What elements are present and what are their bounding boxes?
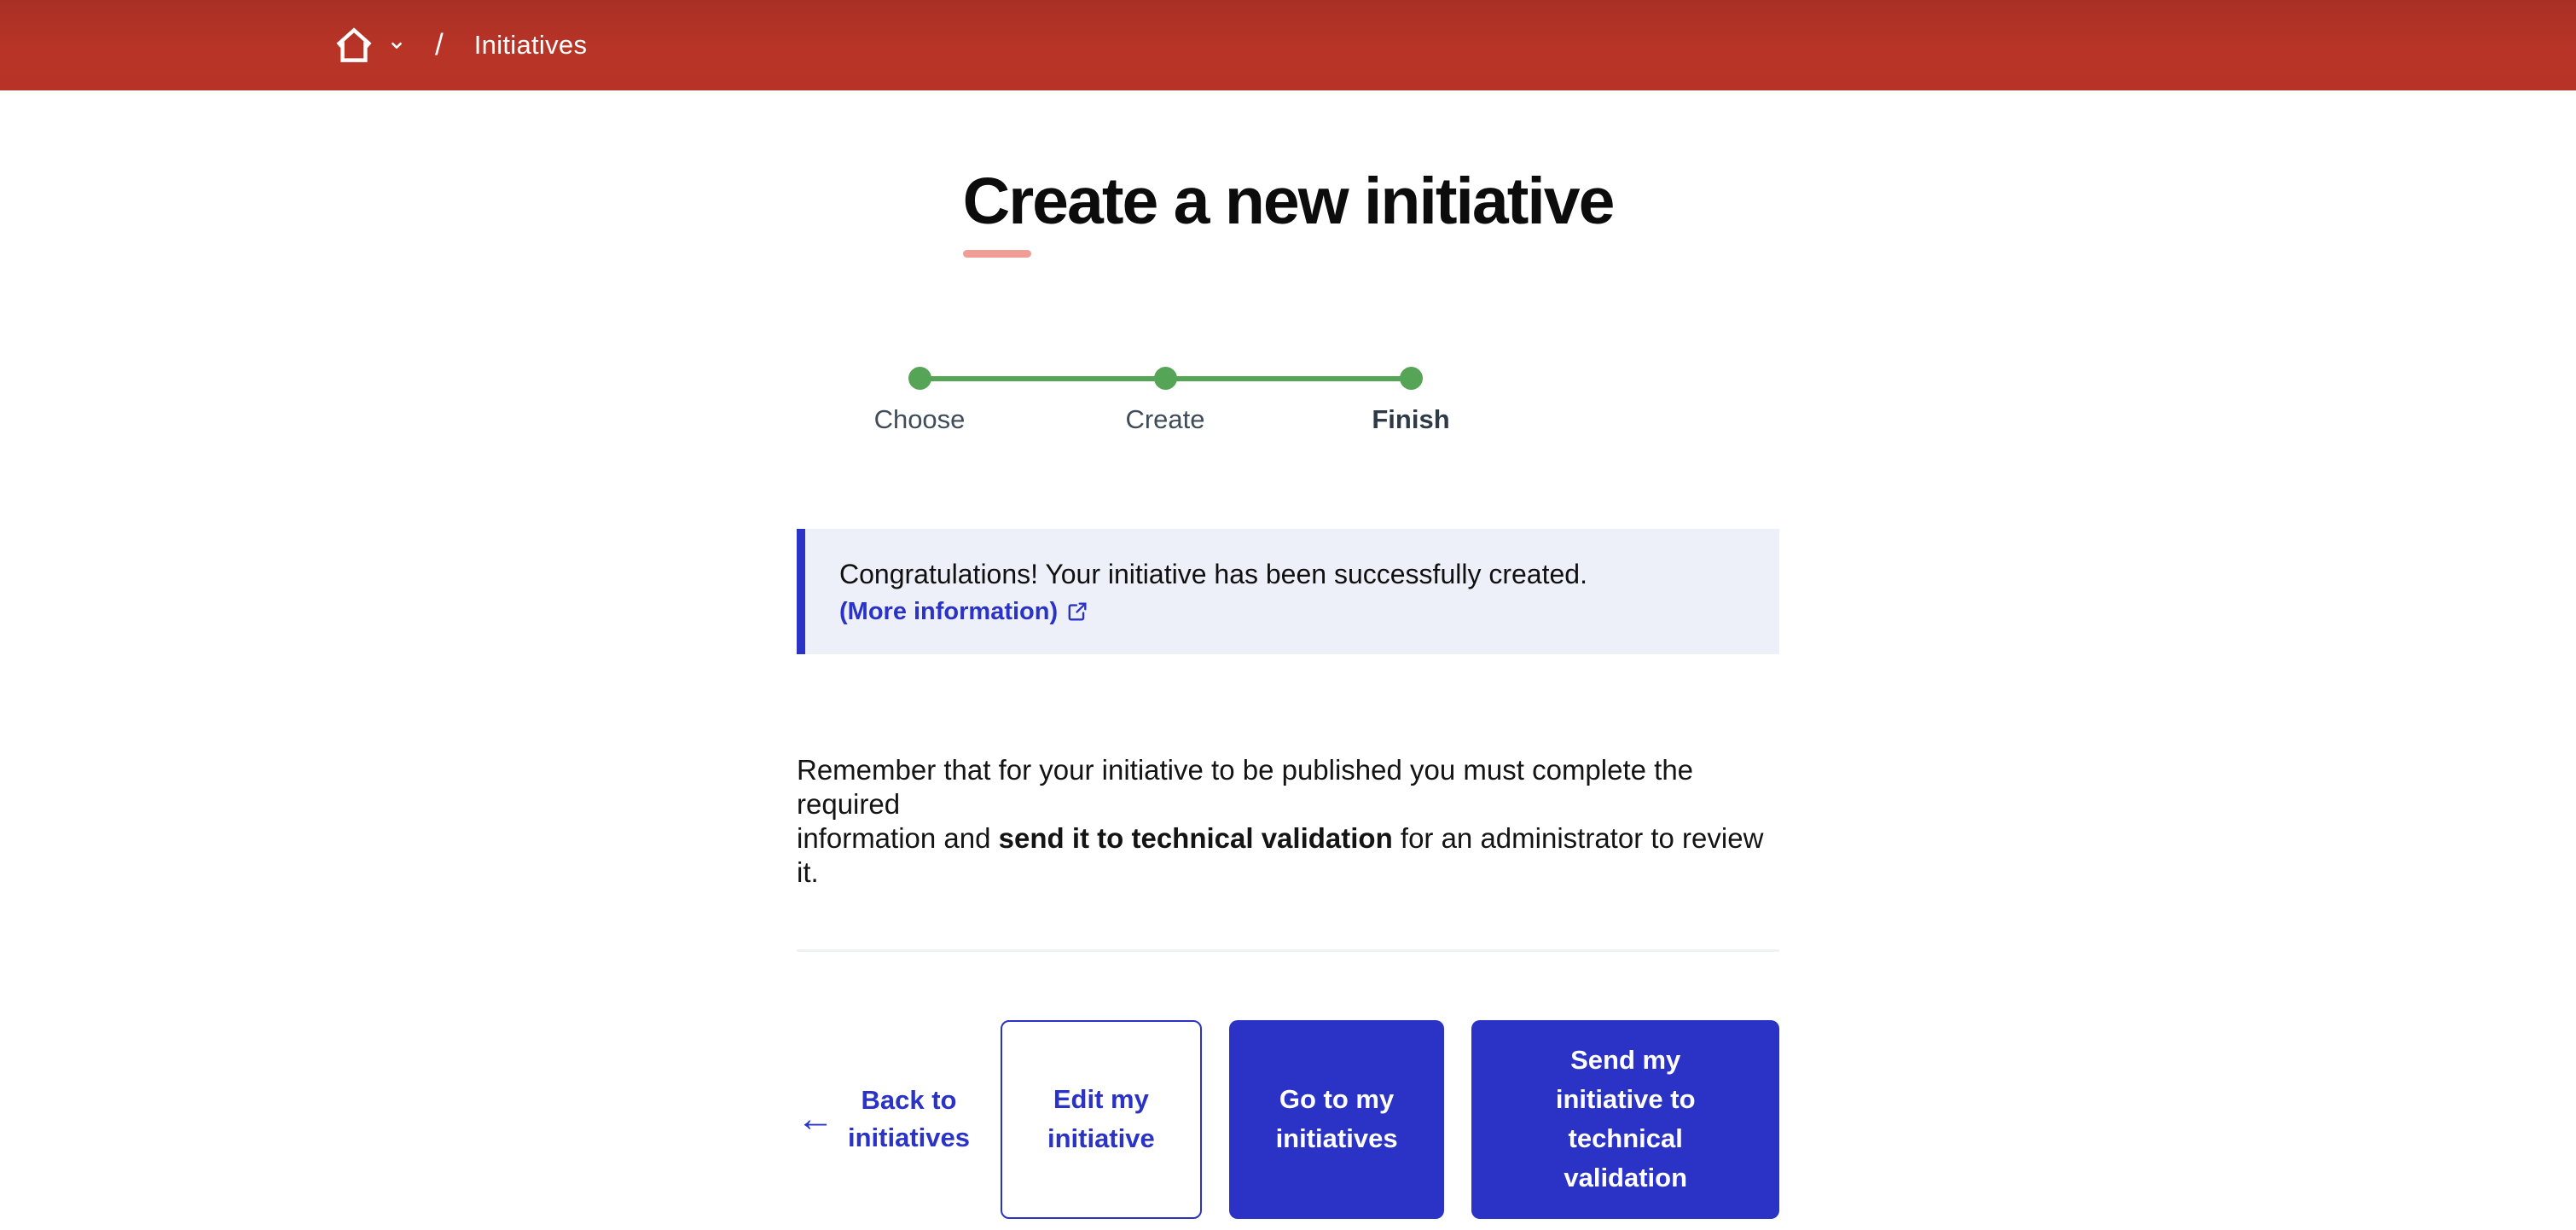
step-label-choose: Choose [873,403,966,434]
step-dot [908,366,931,390]
edit-my-initiative-button[interactable]: Edit my initiative [1001,1019,1202,1219]
main-content: Create a new initiative Choose Create Fi… [797,165,1779,1219]
success-alert: Congratulations! Your initiative has bee… [797,528,1779,654]
more-information-link[interactable]: (More information) [839,598,1088,626]
back-link-label: Back to initiatives [848,1085,970,1153]
go-to-my-initiatives-button[interactable]: Go to my initiatives [1228,1019,1445,1219]
step-label-finish: Finish [1372,403,1450,434]
page-title: Create a new initiative [963,165,1616,258]
external-link-icon [1066,600,1088,623]
reminder-line-2: information and send it to technical val… [797,821,1764,888]
home-icon [334,26,374,65]
home-link[interactable] [334,26,374,65]
step-dot [1399,366,1423,390]
more-information-label: (More information) [839,597,1059,625]
section-divider [797,949,1779,952]
step-create: Create [1042,366,1288,435]
chevron-down-icon[interactable] [387,36,406,55]
arrow-left-icon: ← [797,1098,834,1140]
step-dot [1153,366,1177,390]
back-to-initiatives-link[interactable]: ← Back to initiatives [797,1020,973,1219]
step-label-create: Create [1125,403,1205,434]
app-header: / Initiatives [0,0,2576,90]
breadcrumb-separator: / [435,28,444,61]
reminder-text: Remember that for your initiative to be … [797,753,1779,890]
reminder-line-1: Remember that for your initiative to be … [797,753,1694,820]
send-to-technical-validation-button[interactable]: Send my initiative to technical validati… [1471,1019,1779,1219]
action-buttons-row: ← Back to initiatives Edit my initiative… [797,1019,1779,1219]
reminder-bold-phrase: send it to technical validation [998,821,1393,854]
progress-stepper: Choose Create Finish [797,366,1534,435]
breadcrumb-current-initiatives[interactable]: Initiatives [473,30,588,60]
step-choose: Choose [797,366,1042,435]
step-finish: Finish [1288,366,1534,435]
alert-message: Congratulations! Your initiative has bee… [839,558,1587,589]
